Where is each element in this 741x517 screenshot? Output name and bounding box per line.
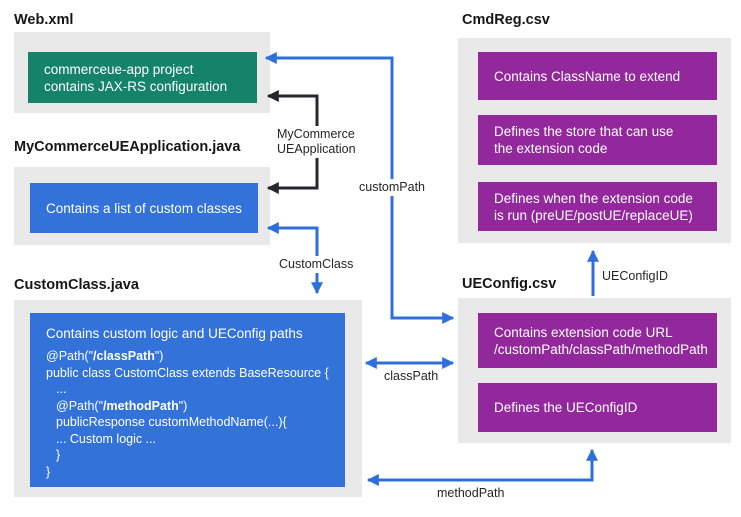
code-line-class-decl: public class CustomClass extends BaseRes…	[46, 365, 329, 380]
cmd-reg-box-store: Defines the store that can use the exten…	[478, 115, 717, 165]
ue-config-box-url-line1: Contains extension code URL	[494, 324, 673, 340]
my-commerce-arrow-label-line2: UEApplication	[277, 142, 356, 156]
custom-class-arrow-label: CustomClass	[276, 256, 357, 273]
cmd-reg-box-store-line1: Defines the store that can use	[494, 124, 674, 139]
web-xml-box-line2: contains JAX-RS configuration	[44, 78, 228, 94]
my-commerce-arrow-label-line1: MyCommerce	[277, 127, 355, 141]
cmd-reg-box-when-run-line1: Defines when the extension code	[494, 190, 693, 206]
code-path-method-post: ")	[178, 398, 188, 413]
custom-class-title: CustomClass.java	[14, 277, 139, 293]
cmd-reg-box-when-run-line2: is run (preUE/postUE/replaceUE)	[494, 207, 693, 223]
ue-config-box-url: Contains extension code URL /customPath/…	[478, 313, 717, 368]
ue-config-box-id: Defines the UEConfigID	[478, 383, 717, 432]
web-xml-box-line1: commerceue-app project	[44, 61, 194, 77]
cmd-reg-box-classname-line1: Contains ClassName to extend	[494, 68, 681, 84]
custom-path-arrow-label: customPath	[356, 179, 429, 196]
my-commerce-app-title: MyCommerceUEApplication.java	[14, 139, 241, 155]
code-line-custom-logic: ... Custom logic ...	[56, 431, 157, 446]
code-path-class-pre: @Path("	[46, 349, 94, 363]
cmd-reg-box-store-line2: the extension code	[494, 141, 608, 156]
code-path-method-bold: /methodPath	[103, 398, 179, 413]
code-line-path-class: @Path("/classPath")	[46, 348, 337, 365]
code-path-class-bold: /classPath	[93, 349, 155, 363]
ue-config-box-url-line2: /customPath/classPath/methodPath	[494, 341, 708, 357]
web-xml-title: Web.xml	[14, 12, 74, 28]
class-path-arrow-label: classPath	[381, 368, 442, 385]
custom-class-heading: Contains custom logic and UEConfig paths	[46, 326, 303, 341]
ue-config-title: UEConfig.csv	[462, 276, 557, 292]
code-line-close-inner: }	[56, 448, 61, 462]
code-line-path-method: @Path("/methodPath")	[46, 398, 337, 415]
ue-config-id-arrow-label: UEConfigID	[599, 268, 671, 285]
cmd-reg-box-when-run: Defines when the extension code is run (…	[478, 182, 717, 231]
code-path-class-post: ")	[154, 349, 164, 363]
code-line-method-decl: publicResponse customMethodName(...){	[56, 415, 287, 429]
my-commerce-box: Contains a list of custom classes	[30, 183, 258, 233]
arrow-method-path	[366, 448, 598, 486]
code-line-close-outer: }	[46, 464, 51, 479]
web-xml-box: commerceue-app project contains JAX-RS c…	[28, 52, 257, 103]
code-line-ellipsis: ...	[56, 382, 67, 396]
cmd-reg-title: CmdReg.csv	[462, 12, 550, 28]
code-path-method-pre: @Path("	[56, 398, 104, 413]
cmd-reg-box-classname: Contains ClassName to extend	[478, 52, 717, 100]
ue-config-box-id-line1: Defines the UEConfigID	[494, 400, 638, 415]
my-commerce-box-text: Contains a list of custom classes	[46, 200, 242, 216]
custom-class-box: Contains custom logic and UEConfig paths…	[30, 313, 345, 487]
method-path-arrow-label: methodPath	[434, 485, 508, 502]
my-commerce-arrow-label: MyCommerce UEApplication	[274, 126, 359, 158]
